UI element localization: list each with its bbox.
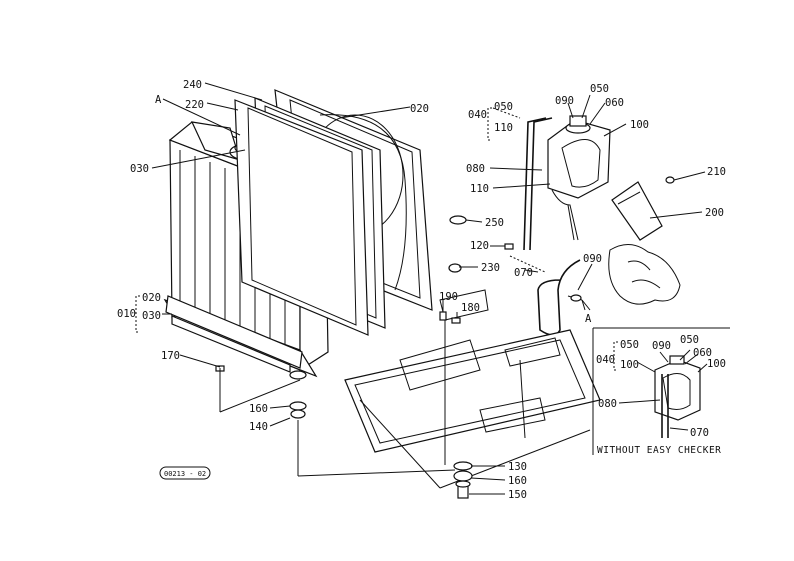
- inset-label-050b: 050: [680, 334, 699, 346]
- bracket-200: [611, 176, 675, 241]
- label-250: 250: [485, 217, 504, 229]
- inset-label-040: 040: [596, 354, 615, 366]
- pin-120: [504, 243, 514, 250]
- inset-label-100b: 100: [707, 358, 726, 370]
- label-a-bottom: A: [585, 313, 592, 325]
- part-230-bolt: [448, 263, 462, 273]
- label-050-top: 050: [590, 83, 609, 95]
- label-090-top: 090: [555, 95, 574, 107]
- label-120: 120: [470, 240, 489, 252]
- label-190: 190: [439, 291, 458, 303]
- label-160-left: 160: [249, 403, 268, 415]
- label-a-top: A: [155, 94, 162, 106]
- label-140: 140: [249, 421, 268, 433]
- reserve-tank: [523, 115, 611, 251]
- inset-label-060: 060: [693, 347, 712, 359]
- label-240: 240: [183, 79, 202, 91]
- inset-caption: WITHOUT EASY CHECKER: [597, 445, 721, 456]
- label-040: 040: [468, 109, 487, 121]
- label-080: 080: [466, 163, 485, 175]
- leader-lines: [135, 82, 706, 495]
- fan-shroud: [234, 89, 433, 336]
- label-230: 230: [481, 262, 500, 274]
- label-220: 220: [185, 99, 204, 111]
- inset-label-080: 080: [598, 398, 617, 410]
- label-100: 100: [630, 119, 649, 131]
- label-030-left: 030: [142, 310, 161, 322]
- engine-fragment: [608, 244, 681, 305]
- label-110-top: 110: [494, 122, 513, 134]
- part-250-clip: [449, 215, 467, 225]
- label-060: 060: [605, 97, 624, 109]
- label-020-left: 020: [142, 292, 161, 304]
- pin-190: [439, 311, 447, 321]
- inset-label-100a: 100: [620, 359, 639, 371]
- mount-stack-bottom: [453, 461, 473, 499]
- label-130: 130: [508, 461, 527, 473]
- label-210: 210: [707, 166, 726, 178]
- label-030: 030: [130, 163, 149, 175]
- label-090-mid: 090: [583, 253, 602, 265]
- label-160-bottom: 160: [508, 475, 527, 487]
- label-170: 170: [161, 350, 180, 362]
- label-010: 010: [117, 308, 136, 320]
- label-070: 070: [514, 267, 533, 279]
- inset-label-070: 070: [690, 427, 709, 439]
- callout-labels: 240 220 A 030 020 250 230 020 010 030 17…: [117, 79, 726, 501]
- label-150: 150: [508, 489, 527, 501]
- inset-without-easy-checker: [592, 327, 730, 455]
- mount-stack-left: [289, 401, 307, 419]
- figure-code-badge: 00213 - 02: [159, 466, 211, 480]
- figure-code: 00213 - 02: [164, 470, 206, 478]
- inset-label-050: 050: [620, 339, 639, 351]
- pin-180: [451, 317, 461, 324]
- label-050: 050: [494, 101, 513, 113]
- label-200: 200: [705, 207, 724, 219]
- overflow-hose: [537, 259, 583, 336]
- label-180: 180: [461, 302, 480, 314]
- inset-label-090: 090: [652, 340, 671, 352]
- label-110-mid: 110: [470, 183, 489, 195]
- label-020-top: 020: [410, 103, 429, 115]
